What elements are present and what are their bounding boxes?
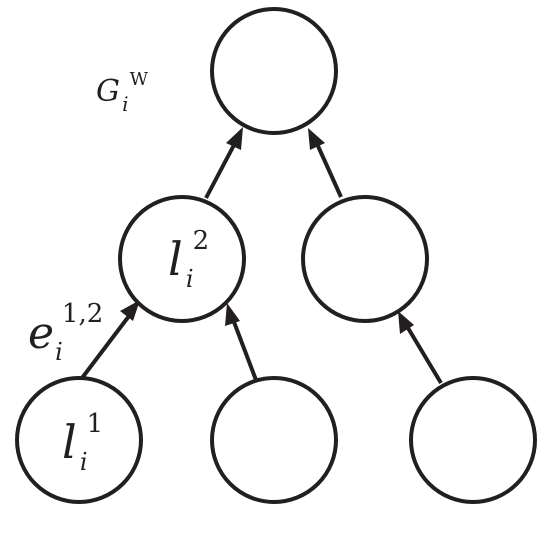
level1-label-sup: 1 [87,409,104,439]
edge-right-middle-to-top [316,145,343,198]
graph-label: G i W [96,69,149,116]
labels: G i W l i 2 e i 1,2 l i 1 [28,69,209,476]
edge-label-sup: 1,2 [62,299,103,329]
node-bottom-middle [210,376,338,504]
level1-label-sub: i [80,448,88,476]
level2-label-sup: 2 [193,226,210,256]
edges [80,127,443,385]
level1-node-label: l i 1 [62,409,103,476]
node-left-middle [118,195,246,323]
edge-right-bottom-to-right-middle [406,326,443,385]
graph-label-base: G [96,74,120,109]
graph-label-sub: i [122,92,128,116]
level2-label-sub: i [186,265,194,293]
arrowhead-left-middle-2 [225,303,240,326]
edge-label-sub: i [55,338,63,366]
arrowhead-top-2 [308,128,325,150]
edge-middle-bottom-to-left-middle [232,321,258,381]
edge-label-base: e [28,308,54,359]
graph-label-sup: W [130,69,149,90]
edge-left-bottom-to-left-middle [80,314,131,380]
node-right-middle [301,195,429,323]
node-top [210,7,338,135]
nodes [15,7,537,504]
node-bottom-right [409,376,537,504]
node-bottom-left [15,376,143,504]
edge-label: e i 1,2 [28,299,103,366]
level2-node-label: l i 2 [168,226,209,293]
arrowhead-right-middle [398,311,414,334]
level2-label-base: l [168,232,183,286]
edge-left-middle-to-top [204,144,236,199]
arrowhead-top-1 [226,127,243,150]
level1-label-base: l [62,415,77,469]
arrowhead-left-middle-1 [120,300,140,321]
